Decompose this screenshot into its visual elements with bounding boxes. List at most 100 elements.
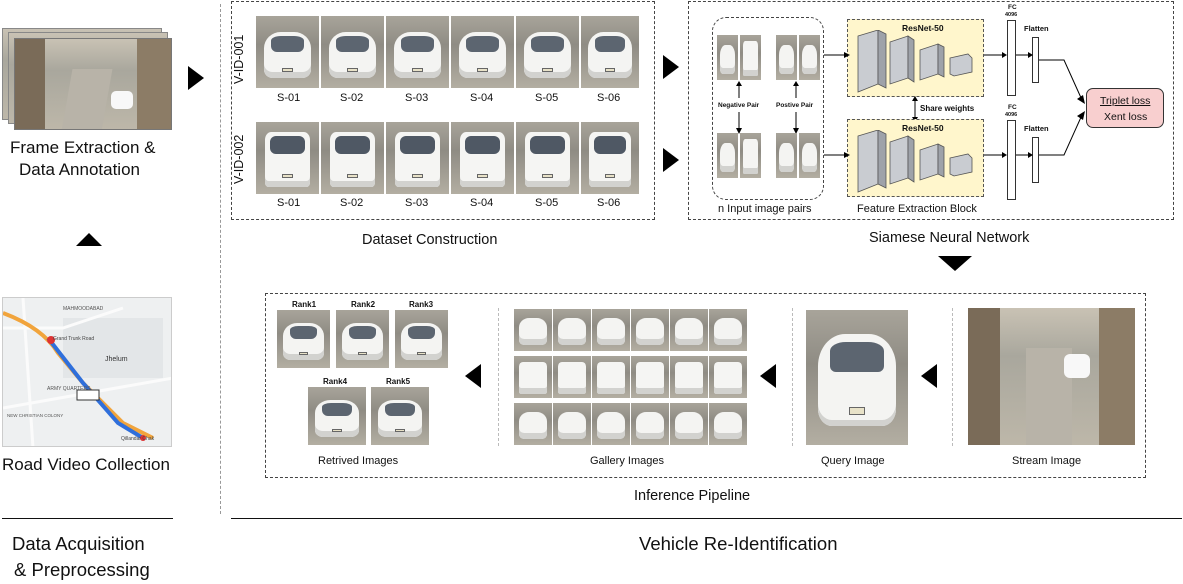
row1-sample-4 [451,16,514,88]
map-place-6: Qillandar Chak [121,436,155,442]
row1-label-1: S-01 [277,92,301,104]
gallery-images-label: Gallery Images [590,455,664,467]
pos-pair-top-a [776,35,797,80]
resnet-top-layers-svg [857,30,973,93]
fc-bottom-dim: 4096 [1005,112,1018,118]
row2-sample-5 [516,122,579,194]
retrieved-images-label: Retrived Images [318,455,399,467]
row2-label-5: S-05 [535,197,559,209]
frame-stack [2,28,172,131]
bottom-divider [231,518,1182,519]
frame-extraction-label-2: Data Annotation [19,160,140,179]
map-place-5: NEW CHRISTIAN COLONY [7,413,64,418]
neg-pair-top-a [717,35,738,80]
road-video-label: Road Video Collection [2,455,170,474]
input-pairs-label: n Input image pairs [718,203,812,215]
frame-extraction-label-1: Frame Extraction & [10,138,156,157]
row2-sample-1 [256,122,319,194]
siamese-connectors-svg [824,52,1085,158]
flatten-top-label: Flatten [1024,24,1049,33]
query-image-label: Query Image [821,455,885,467]
fc-bottom-label: FC [1008,104,1017,111]
column-separator [220,4,221,514]
dataset-box [231,1,655,220]
xent-loss-label: Xent loss [1104,111,1148,123]
share-weights-label: Share weights [920,104,975,113]
row2-label-4: S-04 [470,197,494,209]
pair-arrows-svg [736,81,799,134]
pos-pair-bottom-b [799,133,820,178]
arrow-to-query-icon [921,364,937,388]
down-arrow-icon [938,256,972,271]
map-place-1: MAHMOODABAD [63,306,104,312]
neg-pair-bottom-b [740,133,761,178]
arrow-to-right-icon [188,66,204,90]
data-acquisition-label-2: & Preprocessing [14,559,150,580]
vehicle-reid-label: Vehicle Re-Identification [639,533,838,554]
sep-query [792,308,793,446]
dataset-construction-title: Dataset Construction [362,232,498,248]
row2-label-2: S-02 [340,197,364,209]
resnet-top-label: ResNet-50 [902,23,944,33]
row2-sample-2 [321,122,384,194]
stream-image [968,308,1135,445]
query-image [806,310,908,445]
fc-bottom-bar [1007,120,1016,200]
resnet-bottom-label: ResNet-50 [902,123,944,133]
pos-pair-bottom-a [776,133,797,178]
fc-top-dim: 4096 [1005,12,1018,18]
map-place-2: Grand Trunk Road [53,336,95,342]
rank3-label: Rank3 [409,300,434,309]
up-arrow-icon [76,233,102,246]
siamese-title: Siamese Neural Network [869,230,1030,246]
inference-box [265,293,1146,478]
stream-image-label: Stream Image [1012,455,1082,467]
rank5-image [371,387,429,445]
left-divider [2,518,173,519]
pos-pair-top-b [799,35,820,80]
rank4-image [308,387,366,445]
rank2-image [336,310,389,368]
feature-block-label: Feature Extraction Block [857,203,977,215]
triplet-loss-label: Triplet loss [1100,95,1151,107]
sep-gallery [498,308,499,446]
row1-sample-6 [581,16,639,88]
row1-label-2: S-02 [340,92,364,104]
negative-pair-label: Negative Pair [718,102,760,109]
frame-front [14,38,172,130]
row1-id: V-ID-001 [232,34,246,84]
arrow-row2-icon [663,148,679,172]
rank1-image [277,310,330,368]
row2-label-3: S-03 [405,197,429,209]
neg-pair-bottom-a [717,133,738,178]
rank2-label: Rank2 [351,300,376,309]
row2-sample-4 [451,122,514,194]
map-route-svg [3,298,171,446]
arrow-to-retrieved-icon [465,364,481,388]
input-pairs-box [712,17,824,200]
sep-stream [952,308,953,446]
row2-sample-6 [581,122,639,194]
arrow-row1-icon [663,55,679,79]
rank4-label: Rank4 [323,377,348,386]
row2-sample-3 [386,122,449,194]
loss-box [1086,88,1164,128]
row1-label-5: S-05 [535,92,559,104]
row1-sample-2 [321,16,384,88]
map-place-4: ARMY QUARTERS [47,386,91,392]
gallery-grid [514,309,748,446]
rank5-label: Rank5 [386,377,411,386]
data-acquisition-label-1: Data Acquisition [12,533,145,554]
row1-label-3: S-03 [405,92,429,104]
road-map: MAHMOODABAD Grand Trunk Road Jhelum ARMY… [2,297,172,447]
fc-top-bar [1007,20,1016,96]
arrow-to-gallery-icon [760,364,776,388]
rank3-image [395,310,448,368]
row1-sample-1 [256,16,319,88]
flatten-top-bar [1032,37,1039,83]
row1-label-6: S-06 [597,92,621,104]
neg-pair-top-b [740,35,761,80]
siamese-box [688,1,1174,220]
positive-pair-label: Postive Pair [776,102,814,109]
fc-top-label: FC [1008,4,1017,11]
